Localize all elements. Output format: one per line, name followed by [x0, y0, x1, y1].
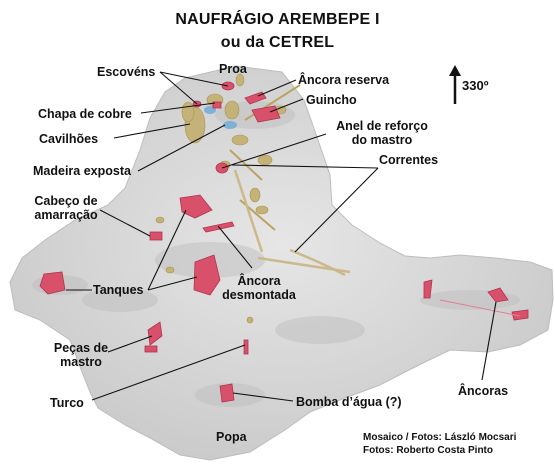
north-arrow-icon: [449, 65, 461, 104]
label-bomba-dagua: Bomba d’água (?): [296, 395, 402, 409]
label-cavilhoes: Cavilhões: [39, 132, 99, 146]
mosaic-area: [9, 65, 554, 461]
label-pecas-line2: mastro: [60, 355, 102, 369]
label-ancora-desmontada: Âncora desmontada: [212, 274, 306, 302]
credit-photos: Fotos: Roberto Costa Pinto: [363, 445, 493, 456]
map-subtitle: ou da CETREL: [220, 34, 335, 51]
label-ancora-desm-line2: desmontada: [222, 288, 296, 302]
bearing-label: 330º: [462, 78, 489, 93]
label-chapa-de-cobre: Chapa de cobre: [38, 107, 132, 121]
label-popa: Popa: [216, 430, 247, 444]
label-correntes: Correntes: [379, 153, 439, 167]
label-ancora-desm-line1: Âncora: [237, 274, 281, 288]
label-anel-de-reforco: Anel de reforço do mastro: [327, 119, 437, 147]
label-ancora-reserva: Âncora reserva: [298, 73, 390, 87]
credit-mosaic: Mosaico / Fotos: László Mocsari: [363, 432, 517, 443]
label-anel-line2: do mastro: [351, 133, 413, 147]
leader-lines: [66, 71, 497, 402]
label-tanques: Tanques: [93, 283, 144, 297]
label-ancoras: Âncoras: [458, 384, 509, 398]
label-pecas-line1: Peças de: [53, 341, 109, 355]
label-pecas-de-mastro: Peças de mastro: [50, 341, 112, 369]
label-cabeco-line2: amarração: [34, 208, 98, 222]
label-cabeco-de-amarracao: Cabeço de amarração: [28, 194, 104, 222]
label-proa: Proa: [219, 62, 247, 76]
label-madeira-exposta: Madeira exposta: [33, 164, 131, 178]
label-turco: Turco: [50, 396, 84, 410]
label-escovens: Escovéns: [97, 65, 156, 79]
chains: [233, 169, 351, 277]
label-cabeco-line1: Cabeço de: [34, 194, 98, 208]
anchor-shank-lines: [439, 299, 521, 317]
label-anel-line1: Anel de reforço: [336, 119, 428, 133]
metal-objects: [39, 81, 529, 403]
label-guincho: Guincho: [306, 93, 357, 107]
map-title: NAUFRÁGIO AREMBEPE I: [175, 11, 380, 28]
